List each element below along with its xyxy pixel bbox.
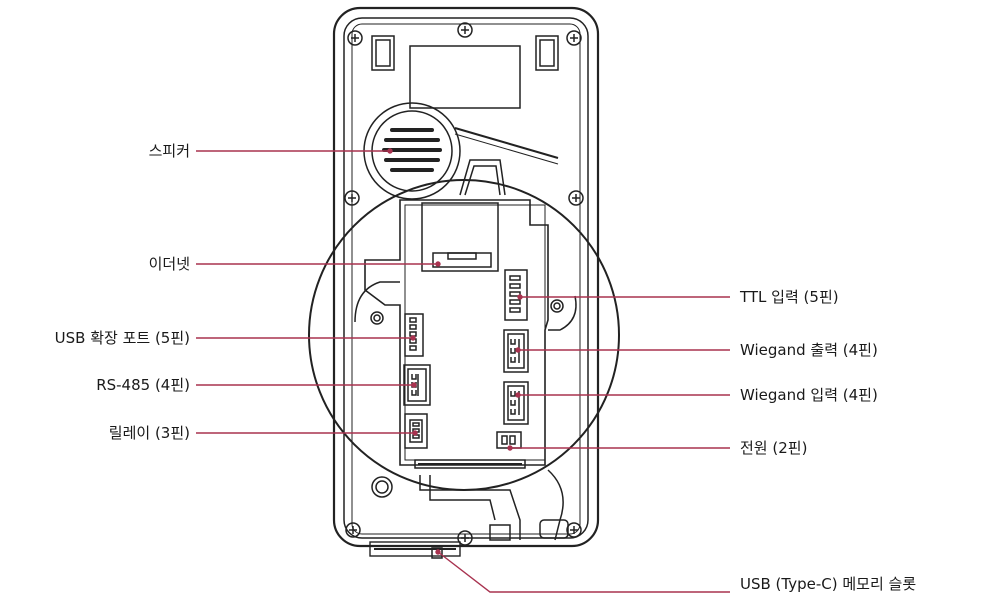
label-ttl-input: TTL 입력 (5핀) — [740, 288, 839, 306]
label-relay: 릴레이 (3핀) — [108, 424, 190, 442]
label-wiegand-input: Wiegand 입력 (4핀) — [740, 386, 878, 404]
screw-top — [457, 22, 473, 38]
screw-top-left — [347, 30, 363, 46]
label-ethernet: 이더넷 — [148, 255, 190, 273]
screw-bottom-left — [345, 522, 361, 538]
pcb-board — [364, 199, 549, 466]
callout-line-usb-c — [437, 551, 730, 593]
ethernet-port — [421, 202, 499, 272]
usb-ext-connector — [404, 313, 424, 357]
screw-bottom — [457, 530, 473, 546]
speaker-grille — [363, 102, 461, 200]
usb-c-slot — [369, 541, 461, 559]
ttl-connector — [504, 269, 528, 321]
screw-mid-right — [568, 190, 584, 206]
screw-bottom-right — [566, 522, 582, 538]
label-power: 전원 (2핀) — [740, 439, 808, 457]
label-rs485: RS-485 (4핀) — [96, 376, 190, 394]
label-usb-c-slot: USB (Type-C) 메모리 슬롯 — [740, 575, 917, 593]
screw-top-right — [566, 30, 582, 46]
wiegand-in-connector — [503, 381, 529, 425]
label-usb-ext-port: USB 확장 포트 (5핀) — [54, 329, 190, 347]
label-wiegand-output: Wiegand 출력 (4핀) — [740, 341, 878, 359]
device-outer-shell — [332, 6, 600, 548]
screw-mid-left — [344, 190, 360, 206]
wiegand-out-connector — [503, 329, 529, 373]
board-circle — [308, 179, 620, 491]
top-window — [409, 45, 521, 109]
label-speaker: 스피커 — [148, 142, 190, 160]
